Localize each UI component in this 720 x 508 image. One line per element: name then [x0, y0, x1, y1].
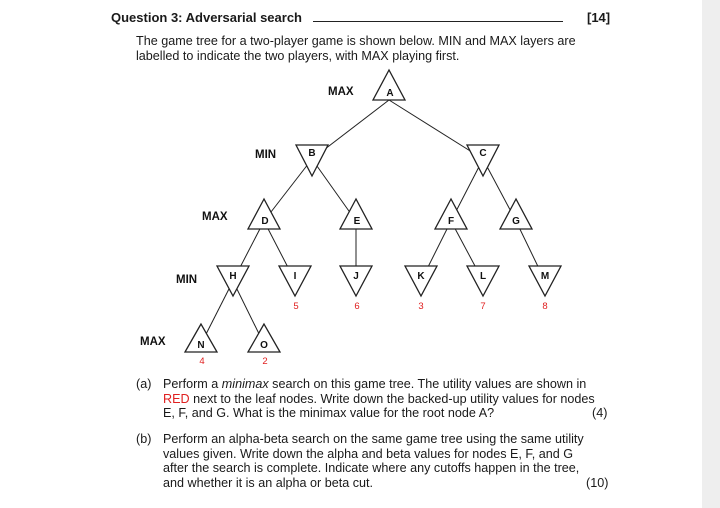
leaf-value-l: 7 [480, 301, 485, 312]
part-b-marks: (10) [586, 476, 609, 490]
node-k-label: K [417, 271, 425, 282]
node-b-label: B [308, 148, 315, 159]
node-l-min-triangle [465, 265, 501, 298]
layer-label-max-2: MAX [202, 211, 228, 223]
part-a-text: Perform a minimax search on this game tr… [163, 377, 615, 421]
leaf-value-j: 6 [354, 301, 359, 312]
node-c-min-triangle [465, 144, 501, 178]
layer-label-min-2: MIN [176, 274, 197, 286]
node-i-label: I [294, 271, 297, 282]
node-j-min-triangle [338, 265, 374, 298]
node-m-min-triangle [527, 265, 563, 298]
part-b-line-2: values given. Write down the alpha and b… [163, 446, 574, 461]
part-b-line-3: after the search is complete. Indicate w… [163, 461, 580, 476]
node-h-min-triangle [215, 265, 251, 298]
document-page: Question 3: Adversarial search [14] The … [0, 0, 702, 508]
node-i-min-triangle [277, 265, 313, 298]
node-g-label: G [512, 216, 520, 227]
part-a-marks: (4) [592, 406, 608, 420]
leaf-value-o: 2 [262, 356, 267, 367]
node-f-label: F [448, 216, 454, 227]
title-rule [313, 21, 563, 22]
node-a-max-triangle [371, 68, 407, 101]
node-d-label: D [261, 216, 268, 227]
leaf-value-m: 8 [542, 301, 547, 312]
node-h-label: H [229, 271, 236, 282]
node-f-max-triangle [433, 197, 469, 230]
intro-text: The game tree for a two-player game is s… [136, 34, 576, 63]
layer-label-max-3: MAX [140, 336, 166, 348]
part-b-label: (b) [136, 432, 152, 446]
node-m-label: M [541, 271, 549, 282]
part-a-line-2: RED next to the leaf nodes. Write down t… [163, 391, 595, 406]
layer-label-min-1: MIN [255, 149, 276, 161]
leaf-value-n: 4 [199, 356, 204, 367]
leaf-value-i: 5 [293, 301, 298, 312]
node-o-label: O [260, 340, 268, 351]
edge-a-c [388, 99, 484, 160]
node-g-max-triangle [498, 197, 534, 230]
edge-b-e [311, 158, 357, 222]
node-a-label: A [386, 88, 393, 99]
node-b-min-triangle [294, 144, 330, 178]
part-a-line-1: Perform a minimax search on this game tr… [163, 377, 587, 391]
leaf-value-k: 3 [418, 301, 423, 312]
layer-label-max-1: MAX [328, 86, 354, 98]
node-e-max-triangle [338, 197, 374, 230]
node-o-max-triangle [246, 322, 282, 353]
edge-b-d [263, 158, 313, 222]
node-n-label: N [197, 340, 204, 351]
question-marks: [14] [587, 10, 611, 25]
viewer-margin [702, 0, 720, 508]
part-b-line-1: Perform an alpha-beta search on the same… [163, 432, 584, 446]
node-n-max-triangle [183, 322, 219, 353]
part-a-line-3: E, F, and G. What is the minimax value f… [163, 406, 495, 421]
part-b-line-4: and whether it is an alpha or beta cut. [163, 475, 374, 490]
node-d-max-triangle [246, 197, 282, 230]
node-k-min-triangle [403, 265, 439, 298]
node-j-label: J [353, 271, 359, 282]
question-title: Question 3: Adversarial search [111, 10, 302, 25]
game-tree-diagram: A B C D E F G H I J K L M N O MAX MIN MA… [140, 68, 563, 367]
node-l-label: L [480, 271, 486, 282]
part-b-text: Perform an alpha-beta search on the same… [163, 432, 615, 490]
node-e-label: E [354, 216, 361, 227]
node-c-label: C [479, 148, 486, 159]
part-a-label: (a) [136, 377, 152, 391]
